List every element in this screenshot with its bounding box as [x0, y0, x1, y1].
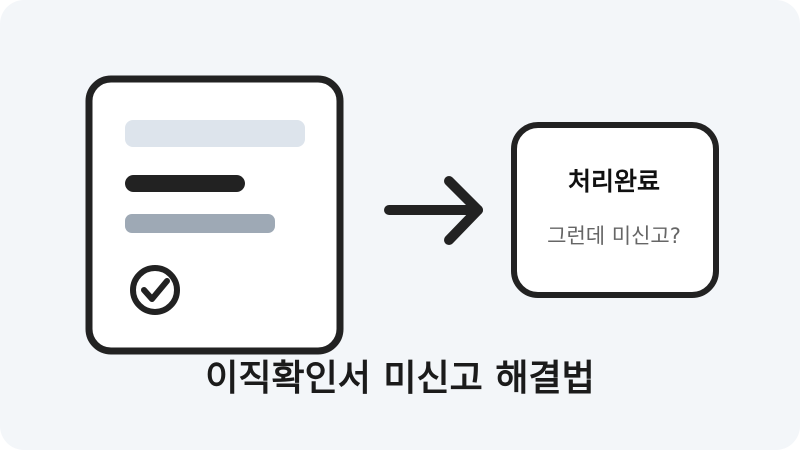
- arrow-head: [444, 176, 483, 245]
- check-circle: [130, 265, 180, 315]
- status-card: [511, 122, 719, 298]
- document-line-dark: [125, 175, 245, 192]
- status-title: 처리완료: [567, 167, 660, 196]
- check-circle-icon: [130, 265, 180, 315]
- document-line-light: [125, 120, 305, 147]
- check-mark: [141, 278, 170, 302]
- document-icon: [85, 75, 344, 355]
- headline: 이직확인서 미신고 해결법: [205, 358, 595, 399]
- document-line-mid: [125, 214, 275, 233]
- status-subtitle: 그런데 미신고?: [547, 224, 681, 248]
- right-arrow-icon: [384, 176, 483, 245]
